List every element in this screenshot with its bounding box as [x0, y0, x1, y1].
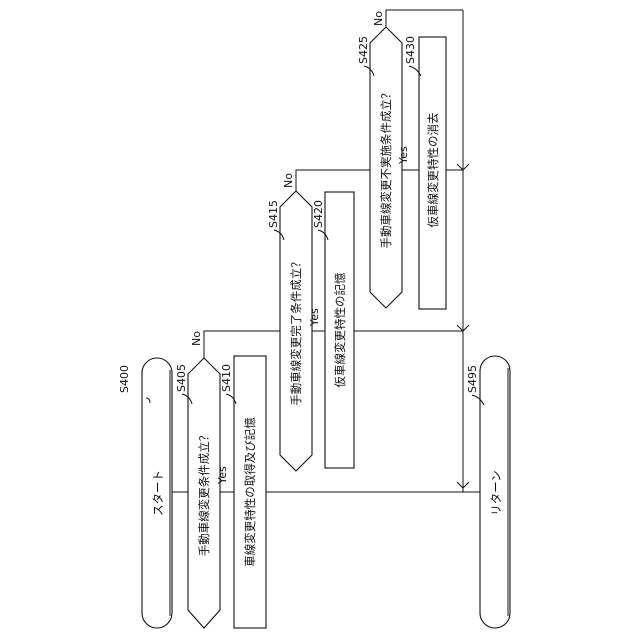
- s400-text: スタート: [151, 470, 165, 516]
- s405-yes-label: Yes: [216, 466, 229, 485]
- s415-text: 手動車線変更完了条件成立？: [289, 256, 303, 406]
- s420-text: 仮車線変更特性の記憶: [333, 272, 347, 387]
- s425-text: 手動車線変更不実施条件成立？: [379, 88, 393, 249]
- s415-yes-label: Yes: [308, 308, 321, 327]
- s405-no-label: No: [190, 331, 203, 346]
- flow-s425-no: [386, 10, 463, 27]
- s425-id: S425: [357, 36, 370, 64]
- s495-text: リターン: [489, 470, 503, 515]
- s405-id: S405: [175, 364, 188, 392]
- s405-text: 手動車線変更条件成立？: [197, 430, 211, 557]
- s430-text: 仮車線変更特性の消去: [426, 113, 440, 228]
- s495-id: S495: [466, 365, 479, 393]
- s425-yes-label: Yes: [397, 146, 410, 165]
- s425-no-label: No: [372, 11, 385, 26]
- s400-id: S400: [118, 365, 131, 393]
- s410-id: S410: [220, 364, 233, 392]
- s420-id: S420: [312, 200, 325, 228]
- s430-id: S430: [404, 36, 417, 64]
- flow-right-bus: [463, 10, 480, 492]
- s415-no-label: No: [282, 173, 295, 188]
- s415-id: S415: [267, 200, 280, 228]
- s410-text: 車線変更特性の取得及び記憶: [243, 417, 257, 567]
